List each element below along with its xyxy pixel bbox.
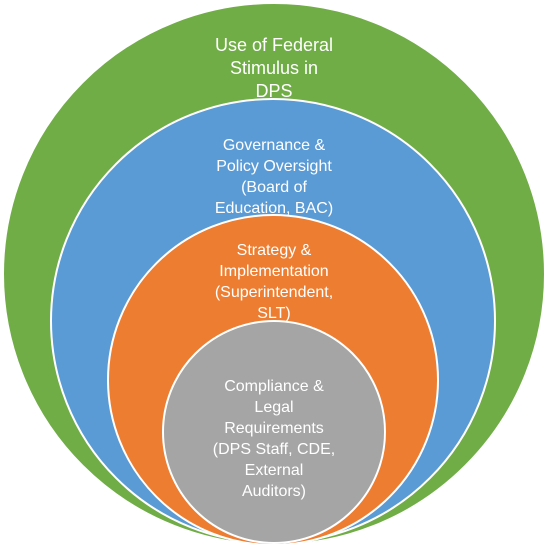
label-line: (Superintendent, (214, 284, 334, 301)
label-line: Strategy & (236, 242, 312, 259)
label-line: Legal (254, 399, 294, 416)
label-line: Governance & (222, 137, 326, 154)
circle-compliance (162, 320, 386, 544)
label-line: Use of Federal (214, 35, 334, 55)
label-line: Policy Oversight (216, 158, 332, 175)
label-strategy: Strategy & Implementation (Superintenden… (174, 240, 374, 324)
label-line: Auditors) (241, 483, 307, 500)
label-line: Stimulus in (229, 58, 319, 78)
label-line: Implementation (219, 263, 329, 280)
label-compliance: Compliance & Legal Requirements (DPS Sta… (174, 376, 374, 502)
label-line: Requirements (224, 420, 324, 437)
label-line: SLT) (257, 305, 291, 322)
label-line: Compliance & (224, 378, 324, 395)
label-line: External (244, 462, 304, 479)
label-line: (Board of (241, 179, 307, 196)
label-line: DPS (255, 81, 293, 101)
label-line: (DPS Staff, CDE, (212, 441, 336, 458)
label-governance: Governance & Policy Oversight (Board of … (174, 135, 374, 219)
label-line: Education, BAC) (214, 200, 334, 217)
label-federal-stimulus: Use of Federal Stimulus in DPS (174, 34, 374, 103)
